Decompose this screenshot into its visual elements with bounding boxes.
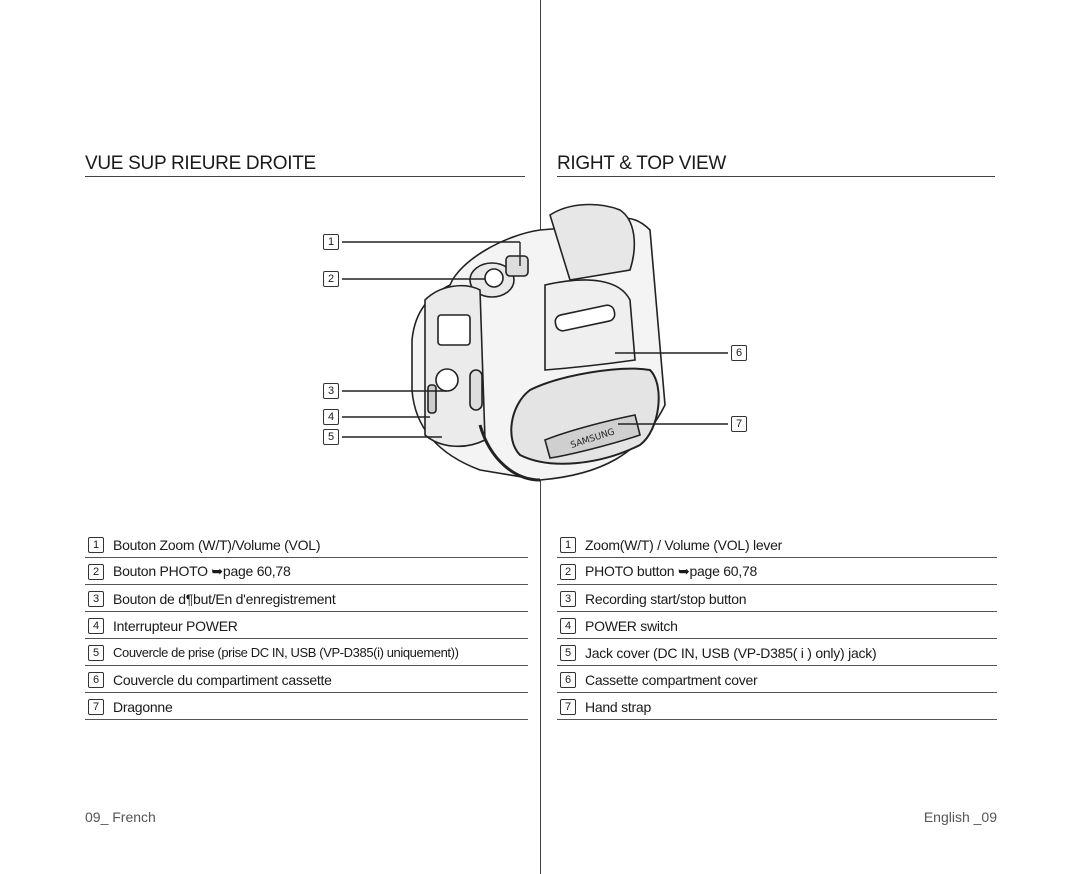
list-item: 5 Jack cover (DC IN, USB (VP-D385( i ) on… (557, 640, 997, 666)
list-item: 3 Recording start/stop button (557, 586, 997, 612)
item-number: 6 (88, 671, 104, 688)
item-number: 3 (88, 590, 104, 607)
callout-5: 5 (323, 429, 339, 445)
list-item: 6 Couvercle du compartiment cassette (85, 667, 528, 693)
item-number: 4 (560, 617, 576, 634)
item-number: 4 (88, 617, 104, 634)
list-item: 1 Zoom(W/T) / Volume (VOL) lever (557, 532, 997, 558)
french-section-title: VUE SUP RIEURE DROITE (85, 152, 525, 177)
item-label: Couvercle de prise (prise DC IN, USB (VP… (113, 645, 459, 660)
item-number: 2 (88, 563, 104, 580)
english-section-title: RIGHT & TOP VIEW (557, 152, 995, 177)
list-item: 4 Interrupteur POWER (85, 613, 528, 639)
item-label: Couvercle du compartiment cassette (113, 671, 332, 688)
callout-1: 1 (323, 234, 339, 250)
item-label: Dragonne (113, 698, 173, 715)
list-item: 7 Hand strap (557, 694, 997, 720)
callout-4: 4 (323, 409, 339, 425)
item-label: Cassette compartment cover (585, 671, 758, 688)
callout-3: 3 (323, 383, 339, 399)
item-label: Bouton PHOTO ➥page 60,78 (113, 563, 291, 579)
item-label: PHOTO button ➥page 60,78 (585, 563, 758, 579)
english-parts-list: 1 Zoom(W/T) / Volume (VOL) lever 2 PHOTO b… (557, 532, 997, 721)
item-number: 1 (560, 536, 576, 553)
item-label: Hand strap (585, 698, 651, 715)
page-footer-french: 09_ French (85, 809, 156, 825)
item-label: Bouton de d¶but/En d'enregistrement (113, 590, 336, 607)
page-footer-english: English _09 (923, 809, 997, 825)
item-label: Jack cover (DC IN, USB (VP-D385( i ) onl… (585, 644, 877, 661)
item-number: 7 (560, 698, 576, 715)
list-item: 1 Bouton Zoom (W/T)/Volume (VOL) (85, 532, 528, 558)
item-label: POWER switch (585, 617, 678, 634)
item-label: Interrupteur POWER (113, 617, 238, 634)
list-item: 4 POWER switch (557, 613, 997, 639)
item-number: 7 (88, 698, 104, 715)
list-item: 2 Bouton PHOTO ➥page 60,78 (85, 559, 528, 585)
item-label: Bouton Zoom (W/T)/Volume (VOL) (113, 536, 321, 553)
list-item: 7 Dragonne (85, 694, 528, 720)
item-number: 3 (560, 590, 576, 607)
item-label: Zoom(W/T) / Volume (VOL) lever (585, 536, 783, 553)
item-number: 5 (88, 644, 104, 661)
camcorder-illustration: SAMSUNG 1 2 3 4 5 6 7 (300, 190, 780, 500)
list-item: 2 PHOTO button ➥page 60,78 (557, 559, 997, 585)
item-number: 5 (560, 644, 576, 661)
item-number: 1 (88, 536, 104, 553)
callout-2: 2 (323, 271, 339, 287)
list-item: 6 Cassette compartment cover (557, 667, 997, 693)
list-item: 3 Bouton de d¶but/En d'enregistrement (85, 586, 528, 612)
list-item: 5 Couvercle de prise (prise DC IN, USB (V… (85, 640, 528, 666)
callout-6: 6 (731, 345, 747, 361)
callout-7: 7 (731, 416, 747, 432)
item-number: 2 (560, 563, 576, 580)
item-number: 6 (560, 671, 576, 688)
camcorder-drawing: SAMSUNG (342, 203, 728, 482)
item-label: Recording start/stop button (585, 590, 747, 607)
